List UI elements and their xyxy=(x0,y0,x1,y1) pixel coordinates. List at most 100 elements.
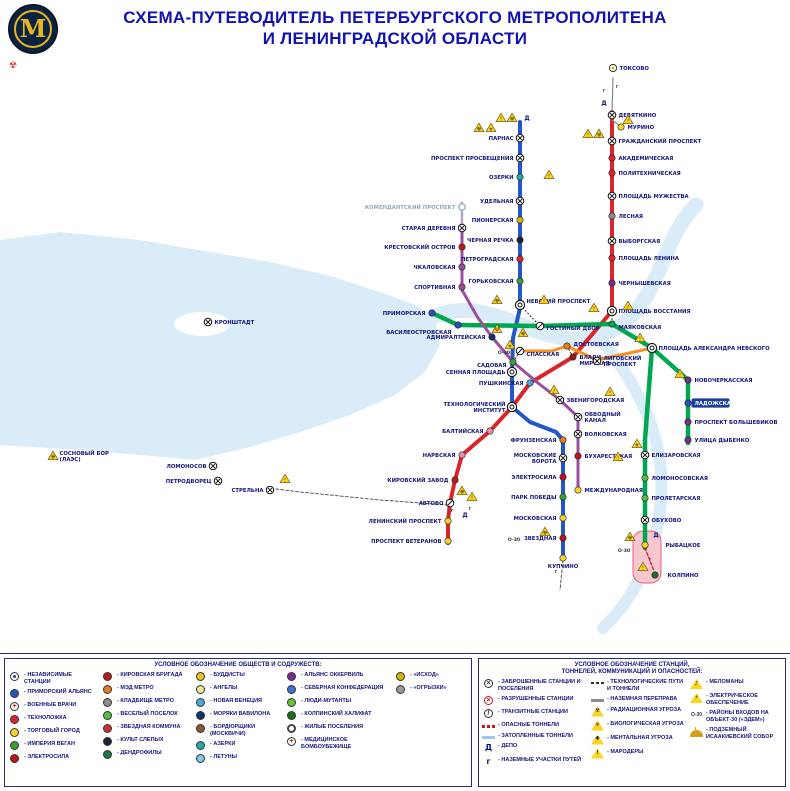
legend-item: БУДДИСТЫ xyxy=(194,672,280,681)
residential-settlements-icon xyxy=(287,724,296,733)
station-label: ЛЕСНАЯ xyxy=(619,214,644,220)
station-label: ЗВЕНИГОРОДСКАЯ xyxy=(567,398,625,404)
station-ulitsa-dybenko: УЛИЦА ДЫБЕНКО xyxy=(684,436,750,444)
legend-item: +МЕДИЦИНСКОЕ БОМБОУБЕЖИЩЕ xyxy=(285,737,389,750)
legend-stations-title-line1: УСЛОВНОЕ ОБОЗНАЧЕНИЕ СТАНЦИЙ, xyxy=(574,662,690,668)
legend-item: ЗАТОПЛЕННЫЕ ТОННЕЛИ xyxy=(482,733,586,740)
station-label: ПРОЛЕТАРСКАЯ xyxy=(652,496,701,502)
station-ozerki: ОЗЕРКИ xyxy=(489,173,524,181)
legend-item-label: ЭЛЕКТРИЧЕСКОЕ ОБЕСПЕЧЕНИЕ xyxy=(706,693,774,706)
legend-item: ×ЗАБРОШЕННЫЕ СТАНЦИИ И ПОСЕЛЕНИЯ xyxy=(482,679,586,692)
destroyed-station-icon: × xyxy=(484,696,493,705)
tekhnolozhka-icon xyxy=(10,715,19,724)
legend-item: ЛЮДИ-МУТАНТЫ xyxy=(285,698,389,707)
station-elektrosila: ЭЛЕКТРОСИЛА xyxy=(511,473,567,481)
station-label: ЛЕНИНСКИЙ ПРОСПЕКТ xyxy=(369,517,442,525)
legend-stations-box: УСЛОВНОЕ ОБОЗНАЧЕНИЕ СТАНЦИЙ, ТОННЕЛЕЙ, … xyxy=(478,658,786,787)
station-parnas: ПАРНАС xyxy=(489,133,525,143)
independent-station-icon xyxy=(10,672,19,681)
legend-item: ×РАЗРУШЕННЫЕ СТАНЦИИ xyxy=(482,696,586,705)
svg-text:!: ! xyxy=(593,307,595,313)
rail-toksovo xyxy=(611,77,614,113)
station-ploshchad-aleksandra-nevskogo: ПЛОЩАДЬ АЛЕКСАНДРА НЕВСКОГО xyxy=(646,342,771,354)
map-text: О-30 xyxy=(618,548,630,554)
military-doctors-icon: + xyxy=(10,702,19,711)
legend-item-label: КЛАДБИЩЕ МЕТРО xyxy=(117,698,174,705)
warning-triangle: ! xyxy=(637,561,649,572)
legend-item-label: НАЗЕМНЫЕ УЧАСТКИ ПУТЕЙ xyxy=(498,757,581,764)
station-sennaya-ploshchad: СЕННАЯ ПЛОЩАДЬ xyxy=(446,366,518,378)
buddhists-icon xyxy=(196,672,205,681)
svg-text:♪: ♪ xyxy=(626,305,629,311)
surface-crossing-icon xyxy=(591,699,604,702)
metro-cemetery-icon xyxy=(103,698,112,707)
legend-item: НЕЗАВИСИМЫЕ СТАНЦИИ xyxy=(8,672,96,685)
station-label: УДЕЛЬНАЯ xyxy=(480,199,513,205)
station-vasileostrovskaya: ВАСИЛЕОСТРОВСКАЯ xyxy=(386,321,462,336)
station-akademicheskaya: АКАДЕМИЧЕСКАЯ xyxy=(608,154,673,162)
station-pionerskaya: ПИОНЕРСКАЯ xyxy=(472,216,524,224)
svg-text:Ψ: Ψ xyxy=(495,328,499,334)
station-label: ЛОМОНОСОВ xyxy=(166,464,206,470)
station-petrogradskaya: ПЕТРОГРАДСКАЯ xyxy=(461,255,524,263)
legend-item-label: МЕНТАЛЬНАЯ УГРОЗА xyxy=(607,735,672,742)
svg-text:!: ! xyxy=(543,299,545,305)
station-label: САДОВАЯ xyxy=(477,363,506,369)
station-moskovskaya: МОСКОВСКАЯ xyxy=(514,514,567,522)
station-label: МОСКОВСКАЯ xyxy=(514,516,557,522)
station-highlight-box xyxy=(691,398,730,408)
map-text: Д xyxy=(653,532,658,539)
letuny-icon xyxy=(196,754,205,763)
legend-item: КЛАДБИЩЕ МЕТРО xyxy=(101,698,189,707)
mental-threat-icon: Ψ xyxy=(591,734,604,745)
legend-item: АНГЕЛЫ xyxy=(194,685,280,694)
header: М СХЕМА-ПУТЕВОДИТЕЛЬ ПЕТЕРБУРГСКОГО МЕТР… xyxy=(0,0,790,58)
legend-item-label: АЛЬЯНС ОККЕРВИЛЬ xyxy=(301,672,363,679)
line3-green-south xyxy=(642,345,655,551)
borderers-muscovites-icon xyxy=(196,724,205,733)
station-toksovo: ТОКСОВО xyxy=(608,63,649,73)
ogryzki-icon xyxy=(396,685,405,694)
svg-text:!: ! xyxy=(500,117,502,123)
station-sosnovy-bor: ☢СОСНОВЫЙ БОР(ЛАЭС) xyxy=(47,449,109,463)
station-label: БУХАРЕСТСКАЯ xyxy=(585,454,633,460)
map-text: г xyxy=(603,88,606,94)
station-label: ВЫБОРГСКАЯ xyxy=(619,239,661,245)
station-label: СТРЕЛЬНА xyxy=(232,488,265,494)
station-obukhovo: ОБУХОВО xyxy=(640,515,682,525)
svg-text:☢: ☢ xyxy=(597,133,601,139)
legend-stations-title-line2: ТОННЕЛЕЙ, КОММУНИКАЦИЙ И ОПАСНОСТЕЙ: xyxy=(561,669,703,675)
station-label: ПАРНАС xyxy=(489,136,514,142)
warning-triangle: ! xyxy=(604,386,616,397)
legend-item-label: ЗАТОПЛЕННЫЕ ТОННЕЛИ xyxy=(498,733,573,740)
legend-stations-columns: ×ЗАБРОШЕННЫЕ СТАНЦИИ И ПОСЕЛЕНИЯ×РАЗРУШЕ… xyxy=(479,678,785,768)
star-commune-icon xyxy=(103,724,112,733)
tech-kupchino-south xyxy=(559,559,564,591)
station-label: СТАРАЯ ДЕРЕВНЯ xyxy=(402,226,456,232)
warning-triangle: ☢ xyxy=(539,526,551,537)
station-spasskaya: СПАССКАЯ xyxy=(515,346,559,358)
station-label: ЧКАЛОВСКАЯ xyxy=(413,265,455,271)
station-mayakovskaya: МАЯКОВСКАЯ xyxy=(608,320,661,331)
warning-triangle: ☣ xyxy=(631,438,643,449)
warning-triangle: ☢ xyxy=(593,128,605,139)
svg-text:☢: ☢ xyxy=(510,117,514,123)
station-kirovsky-zavod: КИРОВСКИЙ ЗАВОД xyxy=(387,476,459,484)
station-lomonosovskaya: ЛОМОНОСОВСКАЯ xyxy=(641,474,708,482)
station-udelnaya: УДЕЛЬНАЯ xyxy=(480,196,525,206)
station-ploshchad-lenina: ПЛОЩАДЬ ЛЕНИНА xyxy=(608,254,680,262)
station-label: ЧЕРНЫШЕВСКАЯ xyxy=(619,281,671,287)
station-label: МЕЖДУНАРОДНАЯ xyxy=(585,488,643,494)
technological-tunnels-icon xyxy=(591,682,604,684)
station-label: КРЕСТОВСКИЙ ОСТРОВ xyxy=(384,243,455,251)
svg-text:☢: ☢ xyxy=(543,531,547,537)
station-vyborgskaya: ВЫБОРГСКАЯ xyxy=(607,236,661,246)
legend-item: ВЕСЕЛЫЙ ПОСЕЛОК xyxy=(101,711,189,720)
legend-item-label: РАДИАЦИОННАЯ УГРОЗА xyxy=(607,707,681,714)
station-label: ПЛОЩАДЬ АЛЕКСАНДРА НЕВСКОГО xyxy=(659,346,771,352)
legend-item-label: ЗАБРОШЕННЫЕ СТАНЦИИ И ПОСЕЛЕНИЯ xyxy=(498,679,586,692)
iskhod-icon xyxy=(396,672,405,681)
station-label: ГОСТИНЫЙ ДВОР xyxy=(547,324,600,332)
legend-item-label: БУДДИСТЫ xyxy=(210,672,244,679)
